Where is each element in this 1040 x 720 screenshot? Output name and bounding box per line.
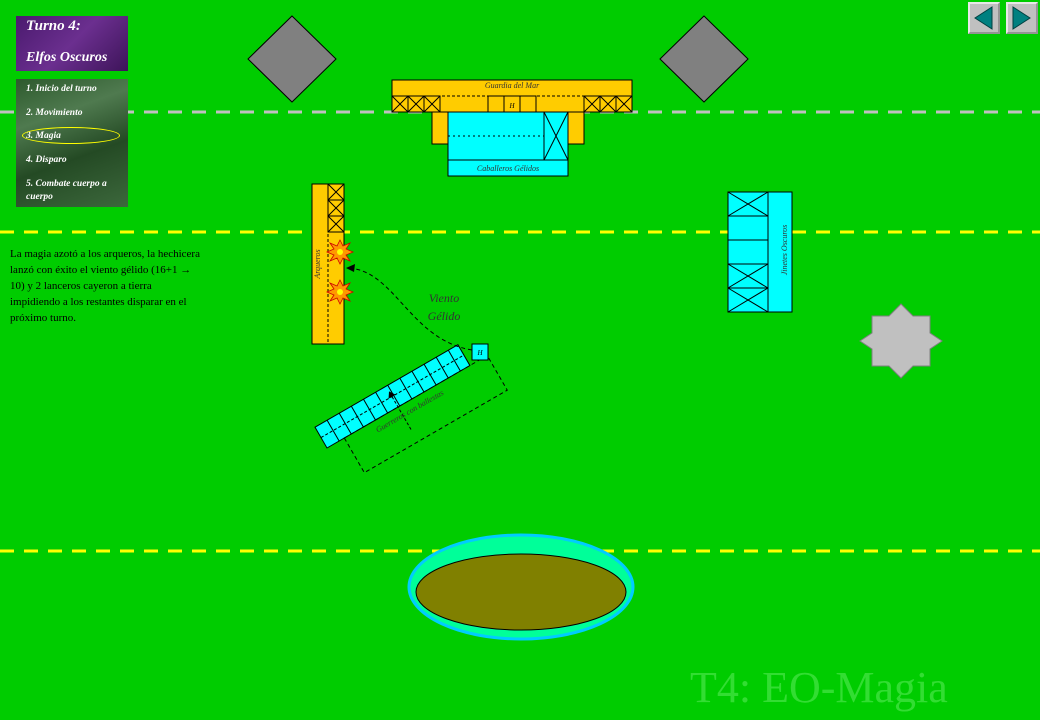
phase-item[interactable]: 5. Combate cuerpo a cuerpo [26,179,107,202]
hero-mark-guardia: H [508,102,515,110]
hero-mark-hechicera: H [476,349,483,357]
label-jinetes-oscuros: Jinetes Oscuros [780,225,789,276]
turn-title: Turno 4: [26,18,81,34]
spell-label-line2: Gélido [428,309,461,323]
unit-arqueros: Arqueros [311,183,345,345]
hero-hechicera [471,343,489,361]
triangle-right-icon [1012,6,1031,30]
unit-jinetes-oscuros: Jinetes Oscuros [727,191,793,313]
arrowhead-icon [346,264,355,272]
phase-item[interactable]: 4. Disparo [26,155,67,165]
triangle-left-icon [974,6,993,30]
terrain-diamond-left [247,15,337,103]
label-arqueros: Arqueros [313,249,322,279]
label-caballeros-gelidos: Caballeros Gélidos [477,164,539,173]
prev-slide-button[interactable] [968,2,1000,34]
spell-label-line1: Viento [429,291,459,305]
slide-watermark: T4: EO-Magia [690,663,948,712]
terrain-star [859,303,943,379]
lake [415,553,627,631]
unit-guardia-del-mar: H Guardia del Mar [391,79,633,145]
terrain-diamond-right [659,15,749,103]
narrative-text: La magia azotó a los arqueros, la hechic… [10,248,200,324]
unit-caballeros-gelidos: Caballeros Gélidos [447,111,569,177]
phase-item[interactable]: 1. Inicio del turno [26,84,97,94]
turn-box: Turno 4: Elfos Oscuros [16,16,128,71]
turn-army: Elfos Oscuros [26,50,108,65]
next-slide-button[interactable] [1006,2,1038,34]
label-guardia-del-mar: Guardia del Mar [485,81,540,90]
spell-arrow [347,267,473,351]
active-phase-highlight [22,127,120,144]
nav-buttons [966,0,1040,38]
phase-item[interactable]: 2. Movimiento [26,108,83,118]
